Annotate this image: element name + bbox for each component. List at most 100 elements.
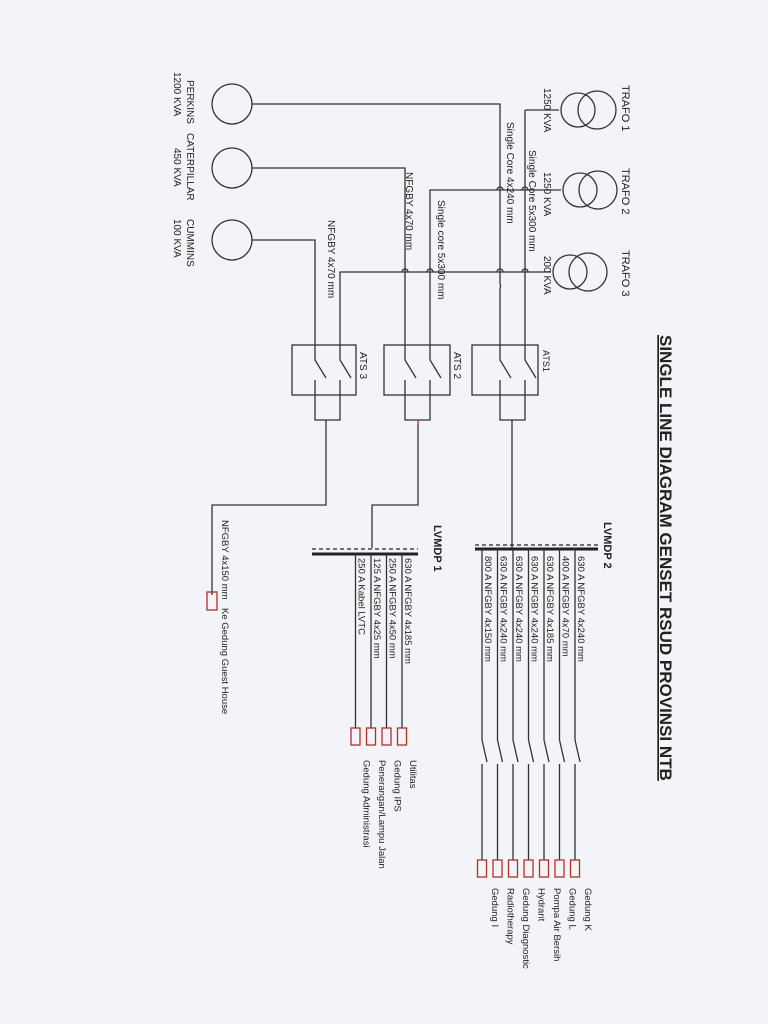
- feeder-fuse: [365, 727, 377, 746]
- trafo-1-primary-winding: [560, 92, 596, 128]
- ats-2: ATS 2: [383, 344, 462, 421]
- ats-2-switch-contacts: [404, 345, 442, 395]
- feeder-load-label: Gedung Administrasi: [361, 760, 372, 848]
- lvmdp-1-feeder: 250 A Kabel LVTC Gedung Administrasi: [350, 554, 372, 848]
- ats-2-to-lvmdp-1-line: [371, 425, 419, 548]
- breaker-switch: [512, 739, 519, 763]
- ats-2-box: [383, 344, 451, 396]
- trafo-2-rating: 1250 KVA: [541, 172, 552, 217]
- cable-label-nfgby-4x70-a: NFGBY 4x70 mm: [403, 172, 414, 250]
- lvmdp-1-feeder: 630 A NFGBY 4x185 mm Utilitas: [396, 554, 418, 789]
- feeder-load-label: Hydrant: [536, 888, 547, 922]
- feeder-fuse: [476, 859, 488, 878]
- feeder-load-label: Radiotherapy: [505, 888, 516, 945]
- ats-3: ATS 3: [291, 344, 368, 421]
- genset-caterpillar: CATERPILLAR 450 KVA: [171, 133, 253, 201]
- cummins-rating: 100 KVA: [171, 219, 182, 258]
- perkins-feed-line: [252, 103, 501, 345]
- cummins-generator-symbol: [211, 219, 253, 261]
- feeder-fuse: [569, 859, 581, 878]
- feeder-load-label: Pompa Air Bersih: [551, 888, 562, 961]
- guest-house-fuse: [206, 591, 218, 611]
- cable-label-nfgby-4x150: NFGBY 4x150 mm: [219, 520, 230, 600]
- jumper-arc: [499, 283, 502, 289]
- lvmdp-1-label: LVMDP 1: [431, 525, 443, 572]
- lvmdp-2-feeder: 400 A NFGBY 4x70 mm Gedung L: [554, 549, 578, 930]
- caterpillar-generator-symbol: [211, 147, 253, 189]
- ats-1-label: ATS1: [541, 350, 551, 372]
- feeder-cable-label: 630 A NFGBY 4x240 mm: [513, 556, 524, 662]
- trafo-3-primary-winding: [552, 254, 588, 290]
- cable-label-single-core-5x300-b: Single core 5x300 mm: [435, 200, 446, 300]
- ats-3-box: [291, 344, 357, 396]
- trafo-2: TRAFO 2 1250 KVA: [541, 168, 631, 217]
- genset-cummins: CUMMINS 100 KVA: [171, 219, 253, 267]
- perkins-rating: 1200 KVA: [171, 72, 182, 117]
- cable-label-single-core-4x240: Single Core 4x240 mm: [504, 122, 515, 224]
- feeder-load-label: Utilitas: [407, 760, 418, 789]
- guest-house-label: Ke Gedung Guest House: [219, 608, 230, 714]
- feeder-fuse: [396, 727, 408, 746]
- feeder-cable-label: 630 A NFGBY 4x185 mm: [402, 558, 413, 664]
- feeder-load-label: Gedung I: [489, 888, 500, 927]
- feed-lines: [252, 103, 561, 345]
- feeder-cable-label: 630 A NFGBY 4x185 mm: [544, 556, 555, 662]
- breaker-switch: [496, 739, 504, 763]
- feeder-fuse: [538, 859, 550, 878]
- breaker-switch: [574, 739, 581, 763]
- ats-3-switch-contacts: [314, 345, 352, 395]
- caterpillar-rating: 450 KVA: [171, 148, 182, 187]
- breaker-switch: [558, 739, 566, 763]
- trafo-2-feed-line: [429, 189, 561, 345]
- trafo-3: TRAFO 3 200 KVA: [541, 250, 631, 296]
- crossing-jumpers: [401, 268, 529, 273]
- lvmdp-2-feeder: 630 A NFGBY 4x240 mm Radiotherapy: [492, 549, 516, 945]
- genset-perkins: PERKINS 1200 KVA: [171, 72, 253, 125]
- ats-3-label: ATS 3: [357, 352, 368, 379]
- trafo-3-feed-line: [339, 271, 551, 345]
- caterpillar-feed-line: [252, 167, 406, 345]
- feeder-load-label: Gedung IPS: [392, 760, 403, 812]
- ats-1-switch-contacts: [499, 345, 537, 395]
- feeder-cable-label: 630 A NFGBY 4x240 mm: [575, 556, 586, 662]
- feeder-cable-label: 250 A Kabel LVTC: [356, 558, 367, 635]
- feeder-load-label: Gedung L: [567, 888, 578, 930]
- lvmdp-1-feeder: 250 A NFGBY 4x50 mm Gedung IPS: [381, 554, 403, 812]
- caterpillar-name: CATERPILLAR: [184, 133, 195, 201]
- feeder-load-label: Penerangan/Lampu Jalan: [376, 760, 387, 869]
- trafo-1-label: TRAFO 1: [619, 85, 631, 131]
- cummins-feed-line: [252, 239, 316, 345]
- feeder-cable-label: 400 A NFGBY 4x70 mm: [560, 556, 571, 657]
- trafo-1-secondary-winding: [577, 90, 617, 130]
- lvmdp-1-feeders: 630 A NFGBY 4x185 mm Utilitas 250 A NFGBY …: [350, 554, 418, 869]
- feeder-load-label: Gedung Diagnostic: [520, 888, 531, 969]
- ats-1-box: [471, 344, 539, 396]
- feeder-cable-label: 630 A NFGBY 4x240 mm: [498, 556, 509, 662]
- cable-label-single-core-5x300-a: Single Core 5x300 mm: [526, 150, 537, 252]
- feeder-fuse: [554, 859, 565, 878]
- breaker-switch: [481, 739, 488, 763]
- perkins-name: PERKINS: [184, 80, 195, 124]
- feeder-fuse: [381, 727, 392, 746]
- ats-2-output: [404, 395, 431, 421]
- crossing-jumpers-2: [496, 186, 529, 191]
- trafo-2-label: TRAFO 2: [619, 168, 631, 214]
- feeder-fuse: [507, 859, 519, 878]
- feeder-cable-label: 250 A NFGBY 4x50 mm: [387, 558, 398, 659]
- lvmdp-2: LVMDP 2: [475, 522, 613, 569]
- trafo-2-secondary-winding: [578, 170, 618, 210]
- lvmdp-2-label: LVMDP 2: [601, 522, 613, 569]
- ats-1: ATS1: [471, 344, 551, 421]
- breaker-switch: [543, 739, 550, 763]
- ats-1-output: [499, 395, 526, 421]
- ats-3-to-guest-house-line: [211, 420, 327, 595]
- trafo-1: TRAFO 1 1250 KVA: [541, 85, 631, 133]
- cable-label-nfgby-4x70-b: NFGBY 4x70 mm: [325, 220, 336, 298]
